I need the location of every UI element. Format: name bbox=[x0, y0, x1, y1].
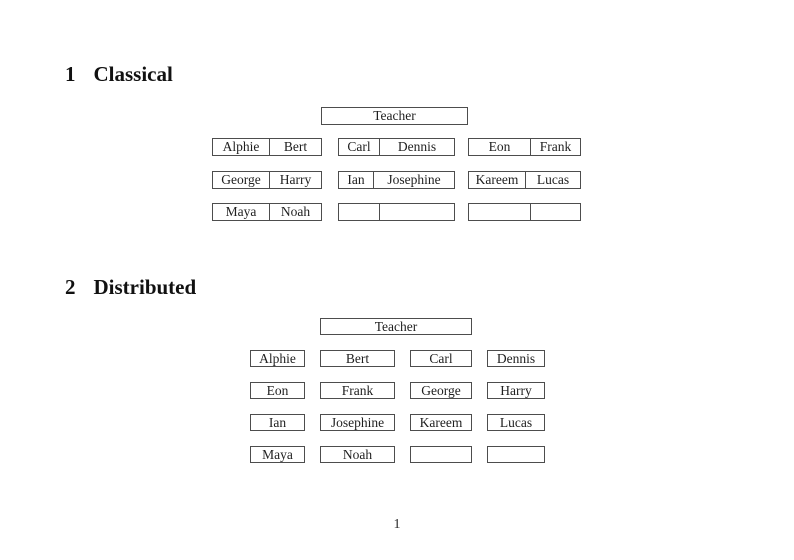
desk-empty bbox=[410, 446, 472, 463]
seat-cell bbox=[531, 204, 580, 220]
section-title: Classical bbox=[93, 62, 173, 86]
desk: Noah bbox=[320, 446, 395, 463]
seat-cell bbox=[469, 204, 531, 220]
seat-cell: Carl bbox=[339, 139, 380, 155]
seat-cell bbox=[380, 204, 454, 220]
seat-cell: Maya bbox=[213, 204, 270, 220]
desk: George Harry bbox=[212, 171, 322, 189]
desk: Josephine bbox=[320, 414, 395, 431]
desk: Frank bbox=[320, 382, 395, 399]
desk: Bert bbox=[320, 350, 395, 367]
desk: Kareem Lucas bbox=[468, 171, 581, 189]
section-heading-classical: 1 Classical bbox=[65, 62, 173, 87]
seat-cell: Alphie bbox=[213, 139, 270, 155]
desk: Alphie bbox=[250, 350, 305, 367]
desk: George bbox=[410, 382, 472, 399]
seat-cell: Harry bbox=[279, 172, 312, 188]
seat-cell: Eon bbox=[469, 139, 531, 155]
section-number: 1 bbox=[65, 62, 76, 86]
seat-cell: Lucas bbox=[536, 172, 570, 188]
desk: Carl Dennis bbox=[338, 138, 455, 156]
teacher-box: Teacher bbox=[321, 107, 468, 125]
seat-cell: Noah bbox=[280, 204, 311, 220]
seat-cell: George bbox=[213, 172, 270, 188]
seat-cell: Josephine bbox=[387, 172, 441, 188]
desk: Dennis bbox=[487, 350, 545, 367]
section-heading-distributed: 2 Distributed bbox=[65, 275, 196, 300]
desk: Lucas bbox=[487, 414, 545, 431]
page-number: 1 bbox=[393, 517, 401, 532]
desk: Eon bbox=[250, 382, 305, 399]
desk: Maya bbox=[250, 446, 305, 463]
seat-cell: Ian bbox=[339, 172, 374, 188]
seat-cell: Kareem bbox=[469, 172, 526, 188]
seat-cell bbox=[339, 204, 380, 220]
desk-empty bbox=[338, 203, 455, 221]
section-number: 2 bbox=[65, 275, 76, 299]
teacher-box: Teacher bbox=[320, 318, 472, 335]
desk: Kareem bbox=[410, 414, 472, 431]
desk: Eon Frank bbox=[468, 138, 581, 156]
section-title: Distributed bbox=[93, 275, 197, 299]
desk-empty bbox=[487, 446, 545, 463]
desk: Alphie Bert bbox=[212, 138, 322, 156]
seat-cell: Frank bbox=[539, 139, 572, 155]
desk: Ian bbox=[250, 414, 305, 431]
desk: Harry bbox=[487, 382, 545, 399]
desk-empty bbox=[468, 203, 581, 221]
seat-cell: Bert bbox=[283, 139, 308, 155]
desk: Carl bbox=[410, 350, 472, 367]
desk: Maya Noah bbox=[212, 203, 322, 221]
seat-cell: Dennis bbox=[397, 139, 437, 155]
desk: Ian Josephine bbox=[338, 171, 455, 189]
